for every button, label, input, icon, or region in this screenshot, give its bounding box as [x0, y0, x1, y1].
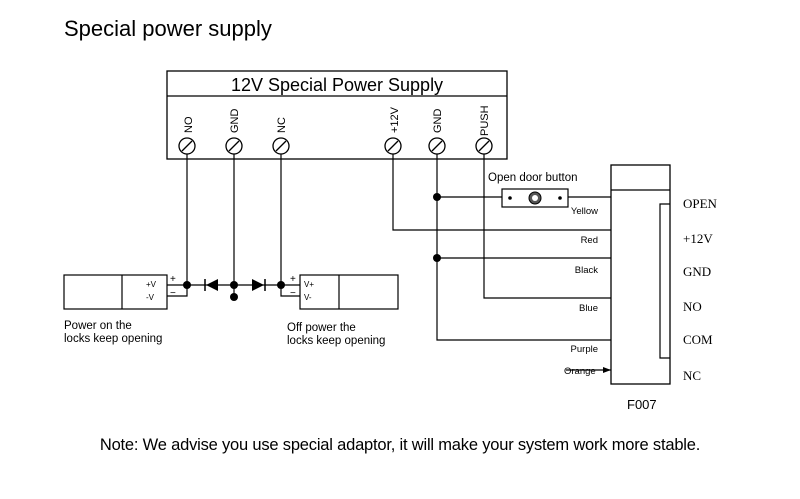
lock-right-caption-2: locks keep opening [287, 335, 385, 347]
wire-label-yellow: Yellow [571, 206, 598, 217]
junction-dot [277, 281, 285, 289]
wire-label-black: Black [575, 265, 598, 276]
junction-dot [230, 281, 238, 289]
wire-label-purple: Purple [571, 344, 598, 355]
advice-note: Note: We advise you use special adaptor,… [99, 436, 701, 454]
controller-terminal-nc: NC [683, 368, 701, 383]
junction-dot [230, 293, 238, 301]
terminal-screw-no [178, 137, 196, 155]
junction-dot [433, 193, 441, 201]
controller-terminal-gnd: GND [683, 264, 711, 279]
lock-right-caption-1: Off power the [287, 322, 356, 334]
controller-wiring [392, 154, 611, 373]
power-supply-box [166, 70, 508, 160]
lock-left-minus-sign: − [170, 288, 176, 299]
lock-left-minus-v: -V [146, 293, 155, 302]
lock-right-plus-v: V+ [304, 280, 314, 289]
terminal-screw-gnd-1 [225, 137, 243, 155]
wire-label-blue: Blue [579, 303, 598, 314]
controller-model: F007 [627, 397, 657, 412]
wire-label-red: Red [581, 235, 598, 246]
diode-left [204, 279, 218, 291]
terminal-label-gnd-1: GND [229, 109, 241, 134]
controller-terminal-no: NO [683, 299, 702, 314]
junction-dot [433, 254, 441, 262]
lock-right-plus-sign: + [290, 274, 296, 285]
lock-left: +V -V + − [63, 274, 176, 310]
lock-right-minus-v: V- [304, 293, 312, 302]
diode-right [252, 279, 266, 291]
lock-left-plus-v: +V [146, 280, 157, 289]
terminal-screw-push [475, 137, 493, 155]
lock-right-minus-sign: − [290, 288, 296, 299]
controller-terminal-open: OPEN [683, 196, 718, 211]
controller-terminal-com: COM [683, 332, 713, 347]
lock-left-caption-1: Power on the [64, 320, 132, 332]
open-door-button [501, 188, 569, 208]
controller-terminal-12v: +12V [683, 231, 713, 246]
wire-label-orange: Orange [564, 366, 596, 377]
terminal-label-gnd-2: GND [432, 109, 444, 134]
open-door-button-label: Open door button [488, 172, 578, 184]
power-supply-title: 12V Special Power Supply [231, 75, 443, 95]
controller-f007 [610, 164, 671, 385]
lock-left-caption-2: locks keep opening [64, 333, 162, 345]
terminal-screw-nc [272, 137, 290, 155]
terminal-label-nc: NC [276, 117, 288, 133]
junction-dot [183, 281, 191, 289]
terminal-screw-gnd-2 [428, 137, 446, 155]
terminal-screw-12v [384, 137, 402, 155]
lock-left-plus-sign: + [170, 274, 176, 285]
page-title: Special power supply [64, 16, 272, 41]
terminal-label-push: PUSH [479, 105, 491, 136]
terminal-label-no: NO [183, 116, 195, 133]
terminal-label-12v: +12V [389, 106, 401, 133]
lock-right: V+ V- + − [290, 274, 399, 310]
lock-wiring [167, 154, 300, 297]
